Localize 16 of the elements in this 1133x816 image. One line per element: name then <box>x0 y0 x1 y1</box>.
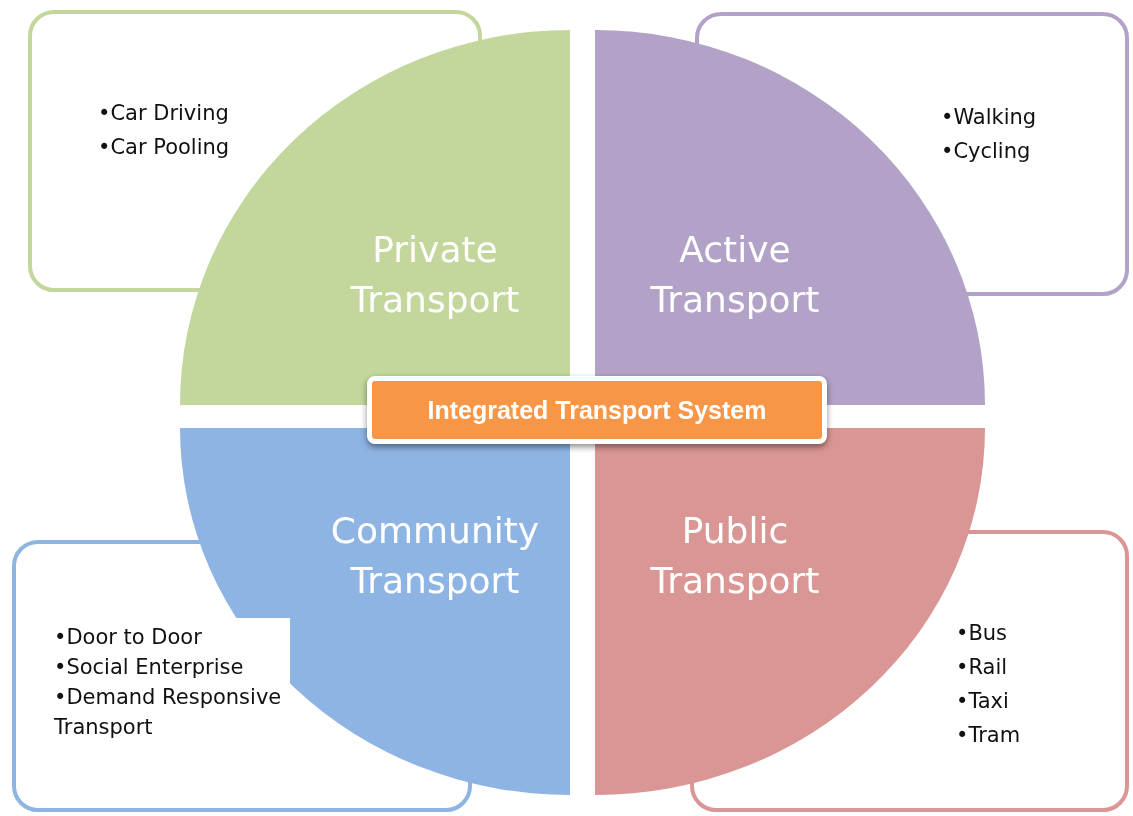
list-item: •Tram <box>956 722 1021 749</box>
list-item: •Taxi <box>956 688 1010 715</box>
segment-title: Private Transport <box>349 228 521 322</box>
list-item: •Door to Door <box>54 624 203 651</box>
list-item: •Demand Responsive Transport <box>54 684 283 741</box>
center-label-box: Integrated Transport System <box>367 376 827 444</box>
segment-title: Active Transport <box>649 228 821 322</box>
list-item: •Social Enterprise <box>54 654 245 681</box>
list-item: •Bus <box>956 620 1009 647</box>
list-item: •Car Pooling <box>98 134 230 161</box>
segment-title: Community Transport <box>329 509 541 603</box>
list-item: •Walking <box>941 104 1037 131</box>
list-item: •Car Driving <box>98 100 230 127</box>
list-item: •Cycling <box>941 138 1032 165</box>
list-item: •Rail <box>956 654 1009 681</box>
segment-title: Public Transport <box>649 509 821 603</box>
